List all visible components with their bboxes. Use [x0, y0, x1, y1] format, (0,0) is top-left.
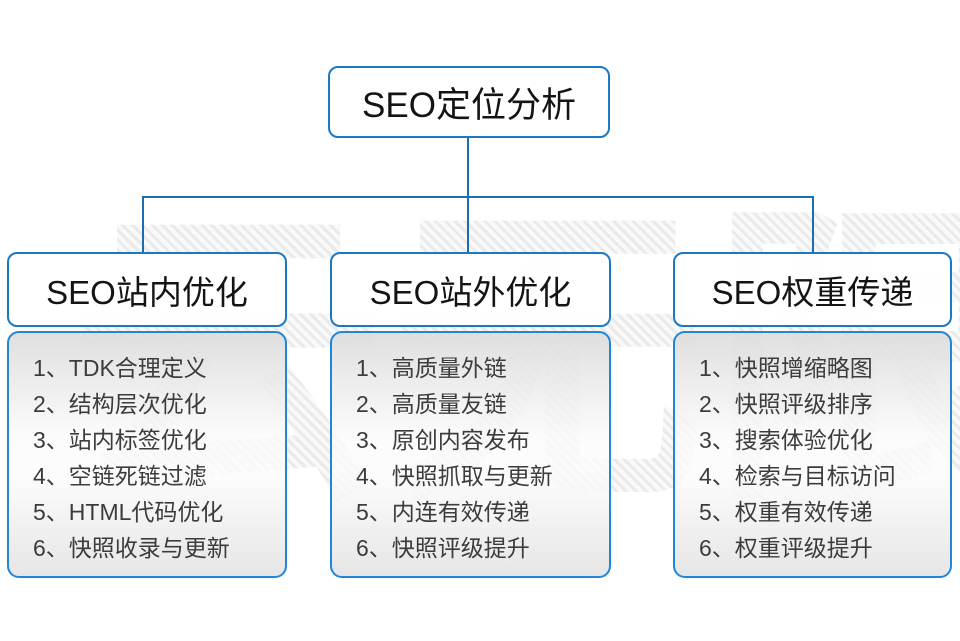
- list-item: 3、搜索体验优化: [699, 427, 873, 453]
- panel-weight-transfer: 1、快照增缩略图 2、快照评级排序 3、搜索体验优化 4、检索与目标访问 5、权…: [673, 331, 952, 578]
- panel-onsite-seo: 1、TDK合理定义 2、结构层次优化 3、站内标签优化 4、空链死链过滤 5、H…: [7, 331, 287, 578]
- list-item: 4、检索与目标访问: [699, 463, 896, 489]
- list-item: 1、高质量外链: [356, 355, 507, 381]
- list-item: 4、空链死链过滤: [33, 463, 207, 489]
- panel-offsite-seo: 1、高质量外链 2、高质量友链 3、原创内容发布 4、快照抓取与更新 5、内连有…: [330, 331, 611, 578]
- node-weight-transfer: SEO权重传递: [673, 252, 952, 327]
- list-item: 5、内连有效传递: [356, 499, 530, 525]
- list-item: 1、快照增缩略图: [699, 355, 873, 381]
- list-item: 5、HTML代码优化: [33, 499, 224, 525]
- list-item: 1、TDK合理定义: [33, 355, 207, 381]
- list-item: 4、快照抓取与更新: [356, 463, 553, 489]
- list-item: 2、高质量友链: [356, 391, 507, 417]
- connector-drop-left: [142, 196, 144, 253]
- connector-drop-right: [812, 196, 814, 253]
- list-item: 3、站内标签优化: [33, 427, 207, 453]
- list-item: 3、原创内容发布: [356, 427, 530, 453]
- node-offsite-seo: SEO站外优化: [330, 252, 611, 327]
- node-onsite-seo-label: SEO站内优化: [46, 273, 248, 311]
- list-item: 6、快照评级提升: [356, 535, 530, 561]
- connector-drop-mid: [467, 196, 469, 253]
- node-seo-positioning: SEO定位分析: [328, 66, 610, 138]
- connector-horizontal: [142, 196, 814, 198]
- list-item: 5、权重有效传递: [699, 499, 873, 525]
- list-item: 2、结构层次优化: [33, 391, 207, 417]
- connector-root-down: [467, 138, 469, 197]
- node-seo-positioning-label: SEO定位分析: [362, 85, 576, 125]
- list-item: 6、快照收录与更新: [33, 535, 230, 561]
- node-offsite-seo-label: SEO站外优化: [369, 273, 572, 311]
- node-weight-transfer-label: SEO权重传递: [711, 273, 914, 311]
- list-item: 2、快照评级排序: [699, 391, 873, 417]
- list-item: 6、权重评级提升: [699, 535, 873, 561]
- node-onsite-seo: SEO站内优化: [7, 252, 287, 327]
